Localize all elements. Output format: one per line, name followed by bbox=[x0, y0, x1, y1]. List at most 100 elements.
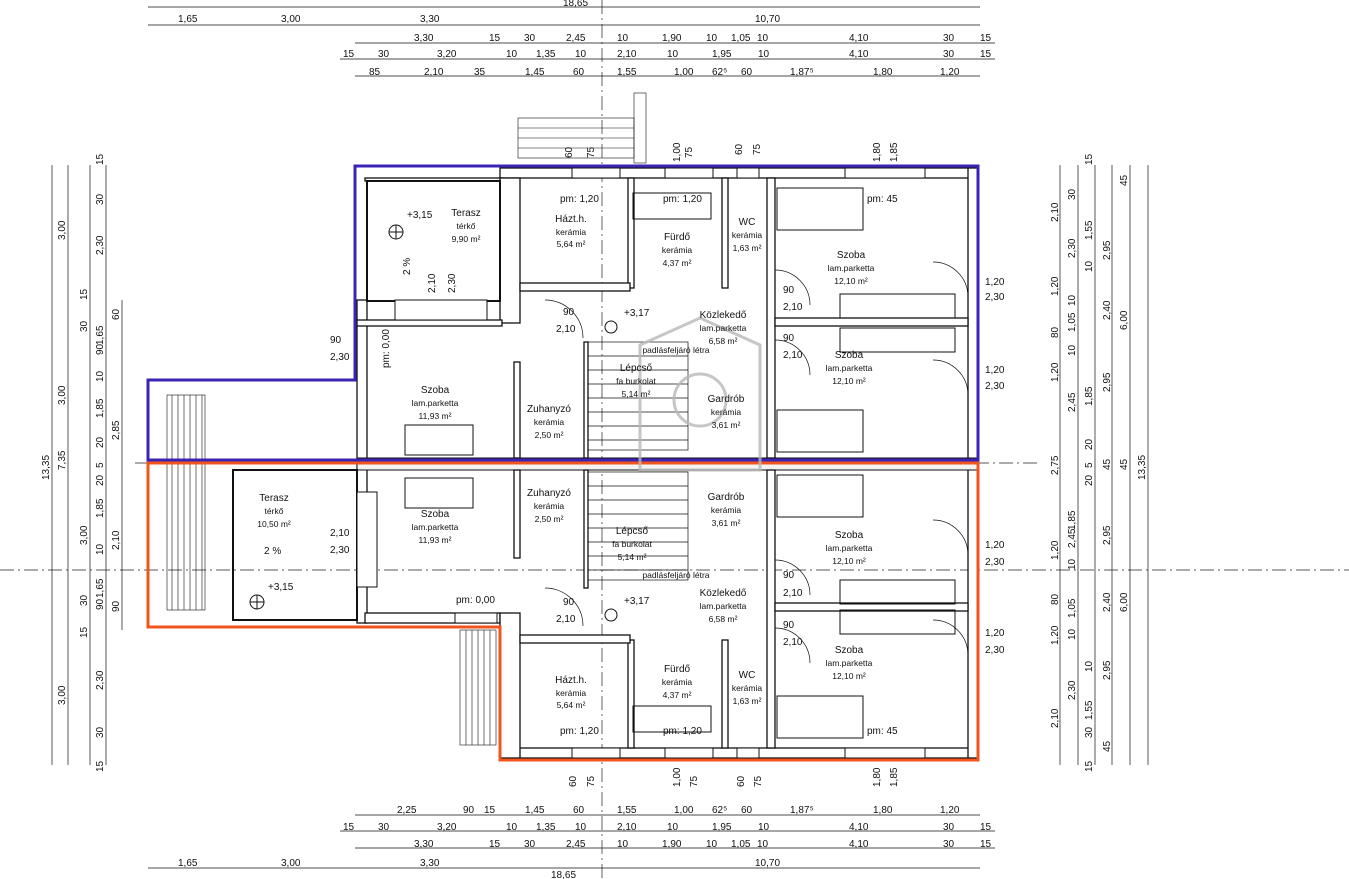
slope-bottom: 2 % bbox=[264, 546, 281, 557]
parapet-furdo-top: pm: 1,20 bbox=[663, 194, 702, 205]
door-w-room1: 90 bbox=[783, 285, 795, 296]
window-h-2: 2,30 bbox=[985, 381, 1005, 392]
door-w-terrace-top: 90 bbox=[330, 335, 342, 346]
right-dimension-chains: 2,10 2,30 1,20 80 1,20 2,45 2,75 2,45 1,… bbox=[1050, 153, 1149, 772]
dim-top-r3-0: 15 bbox=[343, 49, 355, 60]
win-dim-75-f: 75 bbox=[753, 775, 764, 787]
svg-text:kerámia: kerámia bbox=[732, 230, 763, 240]
dim-left-c4-3: 1,65 bbox=[95, 578, 106, 598]
dim-top-r2-7: 1,05 bbox=[731, 33, 751, 44]
svg-text:3,61 m²: 3,61 m² bbox=[712, 518, 741, 528]
dim-bot-r2-12: 15 bbox=[980, 822, 992, 833]
svg-text:Házt.h.: Házt.h. bbox=[555, 214, 587, 225]
window-w-2: 1,20 bbox=[985, 365, 1005, 376]
room-szoba-left-bot: Szoba lam.parketta 11,93 m² bbox=[412, 509, 459, 545]
dim-top-r4-9: 1,87⁵ bbox=[790, 67, 814, 78]
dim-bot-r4-2: 3,30 bbox=[420, 858, 440, 869]
dim-right-c1-4: 1,20 bbox=[1050, 362, 1061, 382]
win-dim-75-e: 75 bbox=[689, 775, 700, 787]
room-terasz-top: Terasz térkő 9,90 m² bbox=[451, 208, 480, 244]
dim-bot-r1-4: 60 bbox=[573, 805, 585, 816]
dim-bot-r2-1: 30 bbox=[378, 822, 390, 833]
dim-bot-r2-10: 4,10 bbox=[849, 822, 869, 833]
svg-text:WC: WC bbox=[739, 217, 756, 228]
dim-left-c3-0: 15 bbox=[95, 153, 106, 165]
dim-left-3b: 3,00 bbox=[57, 385, 68, 405]
dim-top-r2-5: 1,90 bbox=[662, 33, 682, 44]
dim-bot-r2-6: 2,10 bbox=[617, 822, 637, 833]
svg-text:6,58 m²: 6,58 m² bbox=[709, 336, 738, 346]
dim-left-c4-1: 2,85 bbox=[111, 420, 122, 440]
svg-text:+3,15: +3,15 bbox=[268, 582, 294, 593]
room-furdo-top: Fürdő kerámia 4,37 m² bbox=[662, 232, 693, 268]
dim-left-c3-15: 15 bbox=[79, 626, 90, 638]
door-h-hall-bot: 2,10 bbox=[556, 614, 576, 625]
parapet-furdo-bot: pm: 1,20 bbox=[663, 726, 702, 737]
svg-text:4,37 m²: 4,37 m² bbox=[663, 258, 692, 268]
attic-ladder-bottom: padlásfeljáró létra bbox=[642, 570, 709, 580]
dim-right-c2-10: 20 bbox=[1084, 474, 1095, 486]
parapet-top-left: pm: 0,00 bbox=[381, 329, 392, 368]
door-w-room4: 90 bbox=[783, 620, 795, 631]
terrace-door-h: 2,30 bbox=[447, 273, 458, 293]
svg-text:12,10 m²: 12,10 m² bbox=[832, 376, 866, 386]
level-marker-top-hall: +3,17 bbox=[604, 308, 650, 334]
room-szoba-bot1: Szoba lam.parketta 12,10 m² bbox=[826, 530, 873, 566]
dim-left-3d: 3,00 bbox=[57, 685, 68, 705]
win-dim-75-d: 75 bbox=[586, 775, 597, 787]
dim-bot-r1-2: 15 bbox=[484, 805, 496, 816]
dim-top-r3-12: 15 bbox=[980, 49, 992, 60]
dim-bot-r2-2: 3,20 bbox=[437, 822, 457, 833]
svg-text:lam.parketta: lam.parketta bbox=[826, 658, 873, 668]
dim-right-c3-4: 45 bbox=[1119, 458, 1130, 470]
room-kozlekedo-top: Közlekedő lam.parketta 6,58 m² bbox=[700, 310, 747, 346]
dim-bot-r1-10: 1,80 bbox=[873, 805, 893, 816]
dim-bot-r1-8: 60 bbox=[741, 805, 753, 816]
svg-text:12,10 m²: 12,10 m² bbox=[834, 276, 868, 286]
dim-left-c3-14: 30 bbox=[79, 594, 90, 606]
dim-left-c5-1: 90 bbox=[111, 600, 122, 612]
dim-left-3c: 3,00 bbox=[79, 525, 90, 545]
dim-top-r4-8: 60 bbox=[741, 67, 753, 78]
dim-right-c2-15: 10 bbox=[1084, 660, 1095, 672]
svg-text:Zuhanyzó: Zuhanyzó bbox=[527, 488, 571, 499]
svg-text:2,50 m²: 2,50 m² bbox=[535, 430, 564, 440]
dim-top-r2-1: 15 bbox=[489, 33, 501, 44]
windows bbox=[356, 167, 926, 759]
parapet-szoba-top: pm: 45 bbox=[867, 194, 898, 205]
dim-left-c3-6: 10 bbox=[95, 370, 106, 382]
dim-right-c2-14: 10 bbox=[1067, 628, 1078, 640]
dim-top-r2-11: 15 bbox=[980, 33, 992, 44]
dim-bot-r3-2: 30 bbox=[524, 839, 536, 850]
dim-left-c3-1: 30 bbox=[95, 193, 106, 205]
svg-text:11,93 m²: 11,93 m² bbox=[419, 411, 452, 421]
room-kozlekedo-bot: Közlekedő lam.parketta 6,58 m² bbox=[700, 588, 747, 624]
dim-left-c4-0: 1,65 bbox=[95, 325, 106, 345]
watermark-logo bbox=[638, 316, 762, 472]
level-marker-bot-hall: +3,17 bbox=[604, 596, 650, 622]
dim-left-c3-2: 2,30 bbox=[95, 235, 106, 255]
dim-left-c5-0: 60 bbox=[111, 308, 122, 320]
room-szoba-bot2: Szoba lam.parketta 12,10 m² bbox=[826, 645, 873, 681]
svg-text:kerámia: kerámia bbox=[534, 501, 565, 511]
svg-text:Szoba: Szoba bbox=[835, 530, 864, 541]
svg-text:kerámia: kerámia bbox=[662, 677, 693, 687]
svg-text:Közlekedő: Közlekedő bbox=[700, 310, 747, 321]
window-h-3: 2,30 bbox=[985, 557, 1005, 568]
window-w-3: 1,20 bbox=[985, 540, 1005, 551]
parapet-haztart-bot: pm: 1,20 bbox=[560, 726, 599, 737]
dim-bot-r4-3: 10,70 bbox=[755, 858, 780, 869]
dim-bot-r3-5: 1,90 bbox=[662, 839, 682, 850]
svg-text:4,37 m²: 4,37 m² bbox=[663, 690, 692, 700]
dim-left-overall: 13,35 bbox=[41, 455, 52, 480]
dim-left-c3-9: 5 bbox=[95, 462, 106, 468]
dim-bot-r1-1: 90 bbox=[463, 805, 475, 816]
svg-text:Szoba: Szoba bbox=[421, 509, 450, 520]
parapet-szoba-bot: pm: 45 bbox=[867, 726, 898, 737]
dim-top-r4-1: 2,10 bbox=[424, 67, 444, 78]
svg-text:+3,17: +3,17 bbox=[624, 596, 650, 607]
dim-top-r4-4: 60 bbox=[573, 67, 585, 78]
door-h-room4: 2,10 bbox=[783, 637, 803, 648]
dim-right-c2-16: 1,55 bbox=[1084, 700, 1095, 720]
top-dimension-chains: 18,65 1,65 3,00 3,30 10,70 3,30 15 30 2,… bbox=[148, 0, 995, 78]
